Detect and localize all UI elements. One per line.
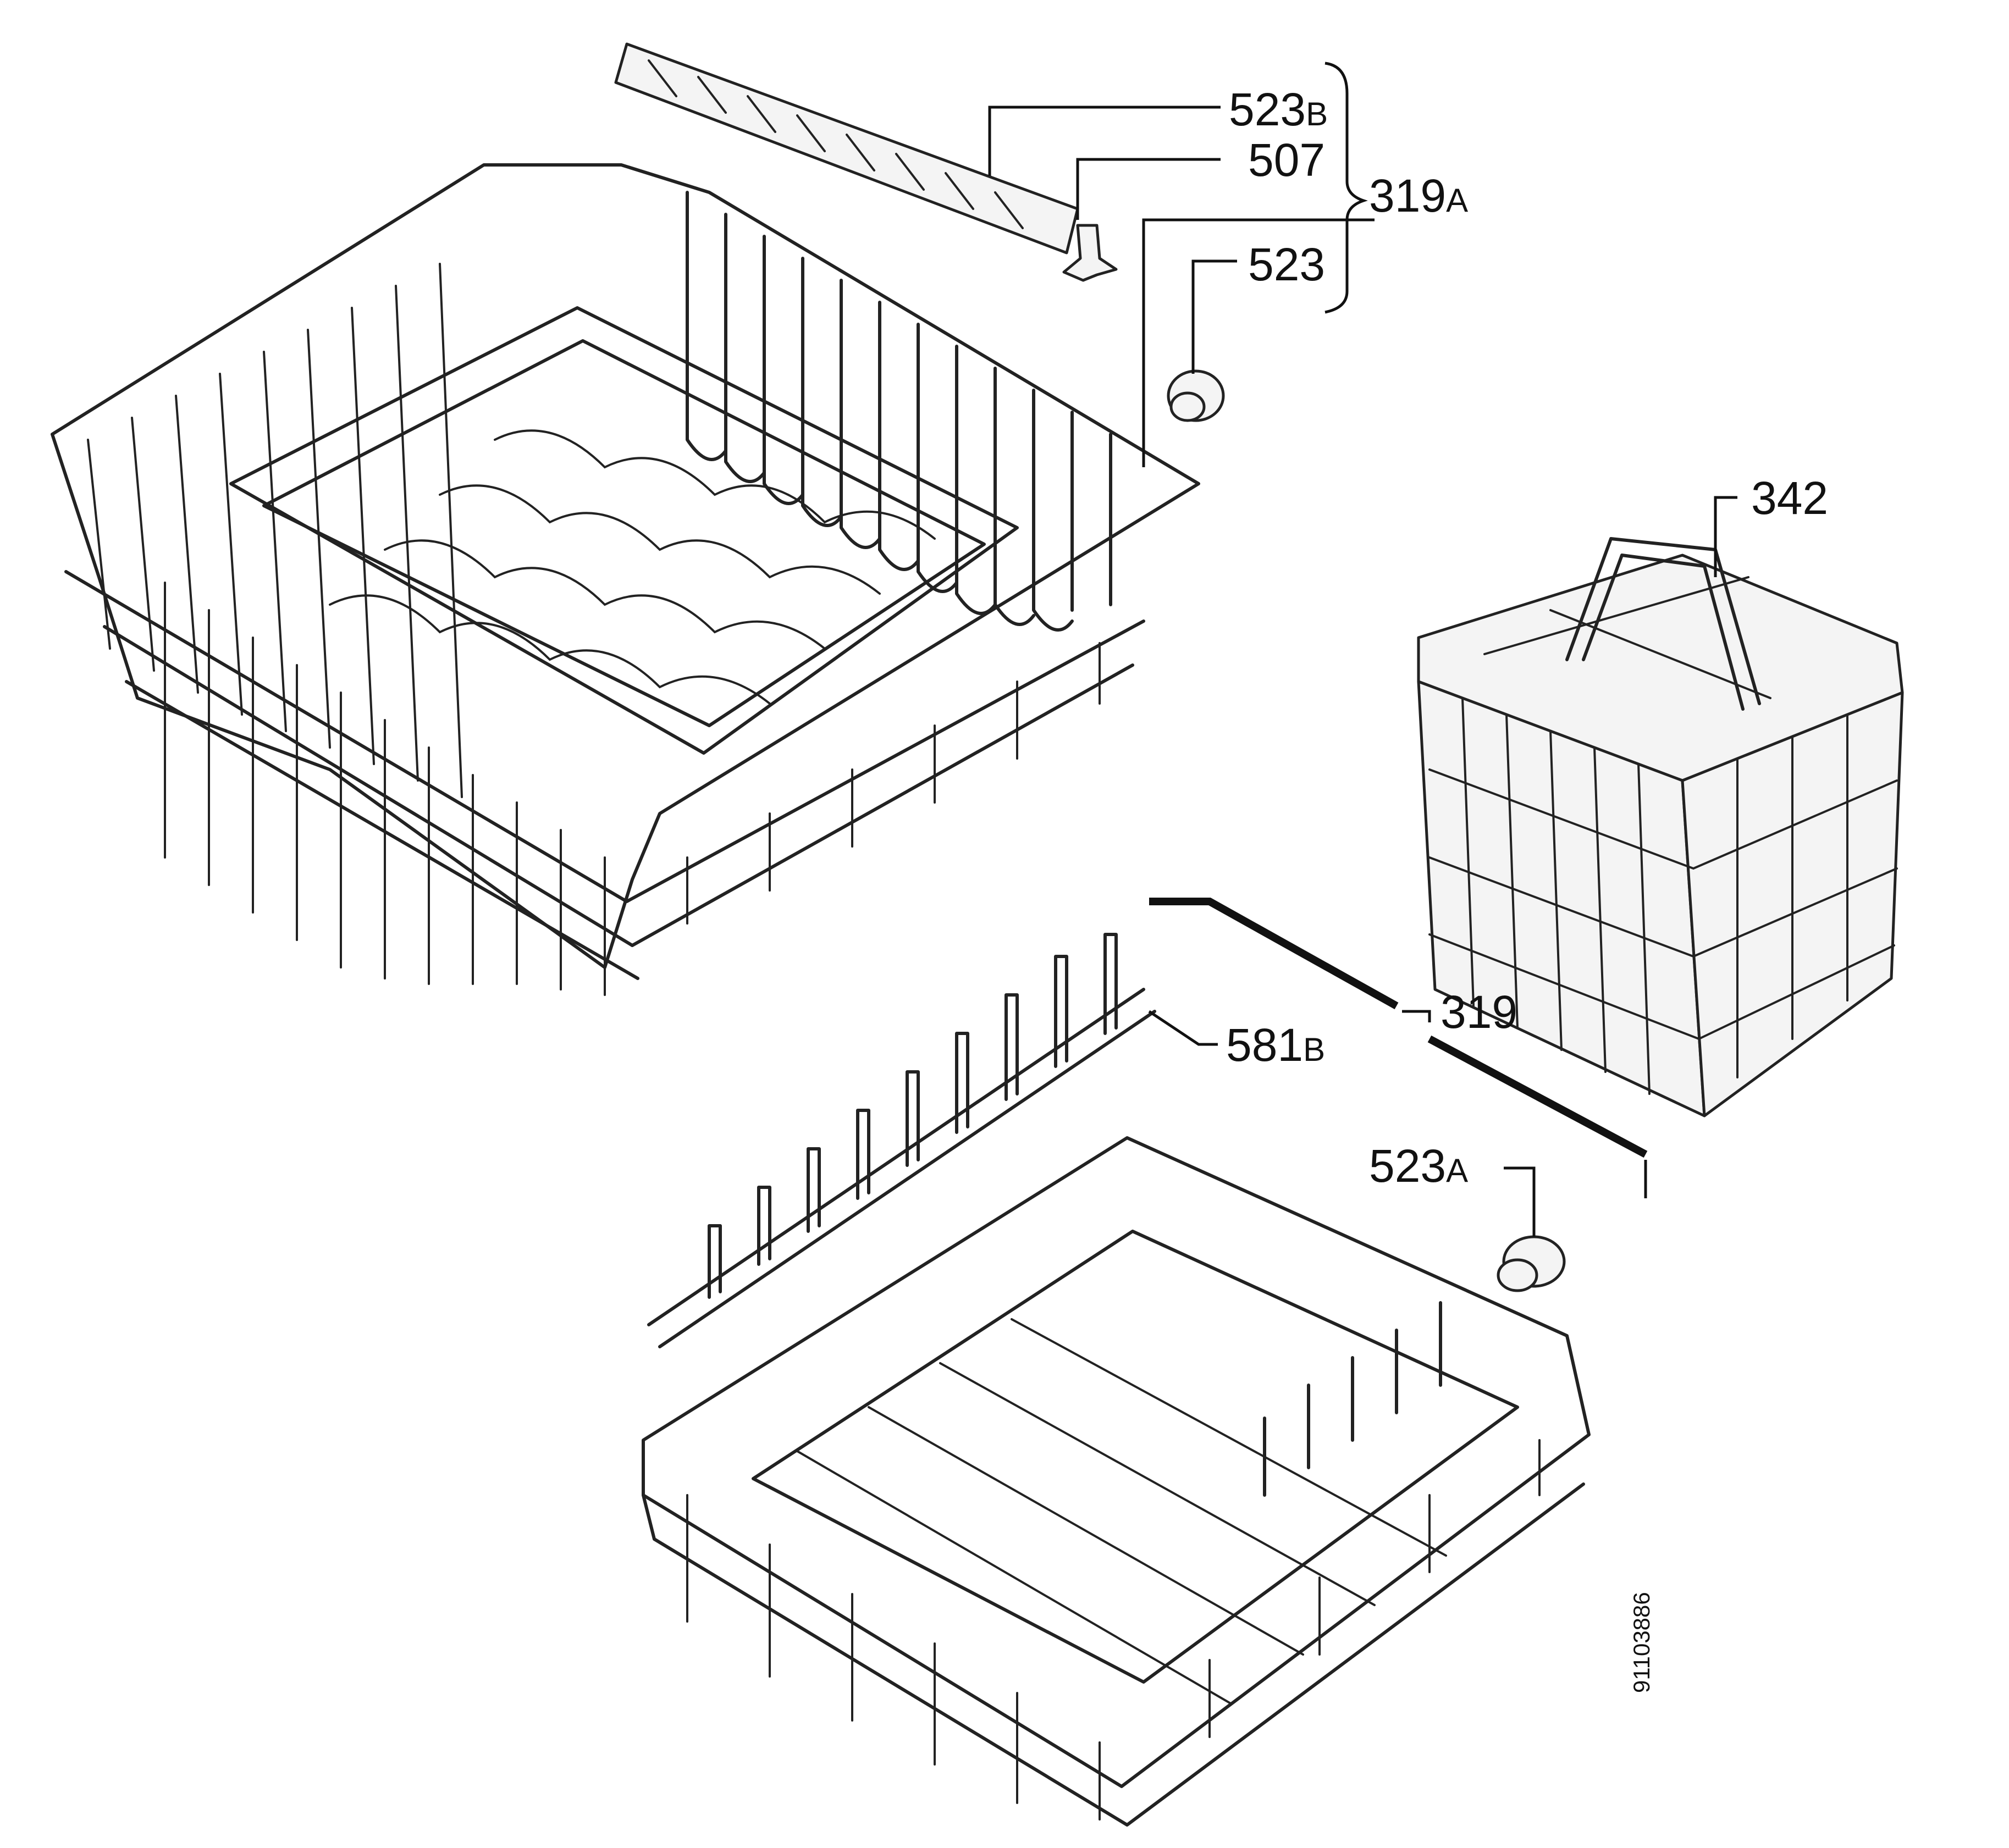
wheel-part — [1167, 369, 1225, 422]
label-581b: 581B — [1226, 1019, 1325, 1071]
label-507: 507 — [1248, 134, 1325, 186]
label-523a: 523A — [1369, 1140, 1468, 1192]
plate-rack-part — [647, 933, 1156, 1348]
drawing-number: 91103886 — [1629, 1592, 1654, 1693]
label-523b: 523B — [1229, 84, 1328, 135]
lower-basket — [642, 1136, 1591, 1827]
upper-basket — [51, 163, 1200, 996]
label-319a: 319A — [1369, 170, 1468, 222]
label-319: 319 — [1440, 986, 1517, 1038]
part-labels: 523B 507 319A 523 342 319 581B 523A — [1226, 84, 1828, 1192]
group-bracket — [1324, 62, 1368, 314]
label-523: 523 — [1248, 239, 1325, 290]
cutlery-basket — [1417, 537, 1904, 1117]
lower-wheel-part — [1497, 1235, 1566, 1292]
assembly-bracket — [1149, 898, 1648, 1158]
clip-part — [1062, 224, 1118, 282]
cup-shelf-part — [614, 42, 1079, 254]
label-342: 342 — [1751, 472, 1828, 524]
leader-lines — [988, 106, 1737, 1237]
